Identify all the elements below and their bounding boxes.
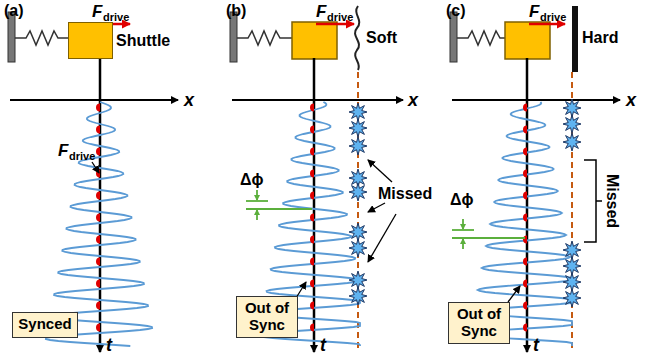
drive-marker <box>96 214 100 222</box>
status-text: Out of Sync <box>237 297 297 336</box>
leader-arrow <box>368 214 396 262</box>
impact-star <box>349 287 367 305</box>
waveforms <box>46 102 572 346</box>
impact-star <box>349 137 367 155</box>
impact-star <box>349 239 367 257</box>
drive-marker <box>523 126 527 134</box>
shuttle: Shuttle <box>68 22 113 59</box>
soft-wall <box>355 6 359 70</box>
spring <box>15 31 68 45</box>
drive-marker <box>96 258 100 266</box>
impact-star <box>563 115 581 133</box>
panel-label: (b) <box>226 3 246 19</box>
hard-wall <box>572 6 578 72</box>
bracket <box>584 160 602 242</box>
part-name: Shuttle <box>116 32 170 50</box>
leader-arrow <box>368 160 392 182</box>
shuttle <box>292 22 337 59</box>
drive-marker <box>96 280 100 288</box>
impact-star <box>563 133 581 151</box>
drive-marker <box>523 324 527 332</box>
drive-marker <box>96 192 100 200</box>
impact-star <box>563 289 581 307</box>
drive-marker <box>310 280 314 288</box>
spring <box>237 31 292 45</box>
impact-star <box>349 183 367 201</box>
drive-marker <box>96 148 100 156</box>
drive-marker <box>96 302 100 310</box>
drive-marker <box>310 236 314 244</box>
status-box: Out of Sync <box>448 302 510 344</box>
x-axis <box>232 99 403 101</box>
callout: Missed <box>378 186 432 202</box>
status-box: Synced <box>12 312 78 338</box>
force-subscript: drive <box>69 151 95 162</box>
status-box: Out of Sync <box>236 296 298 338</box>
drive-marker <box>523 214 527 222</box>
wall-label: Hard <box>582 30 618 46</box>
wall <box>8 12 15 62</box>
drive-marker <box>523 280 527 288</box>
axis-label: x <box>408 91 418 109</box>
drive-marker <box>310 192 314 200</box>
panel-label: (a) <box>4 3 24 19</box>
force-symbol: F <box>58 142 68 159</box>
drive-marker <box>523 170 527 178</box>
drive-marker <box>96 324 100 332</box>
drive-marker <box>310 104 314 112</box>
force-symbol: F <box>316 3 326 20</box>
phase-mark <box>246 190 312 220</box>
force-symbol: F <box>529 3 539 20</box>
force-symbol: F <box>92 3 102 20</box>
x-axis <box>452 99 620 101</box>
impact-star <box>349 119 367 137</box>
x-axis <box>10 99 178 101</box>
drive-markers <box>96 104 527 332</box>
wall-label: Soft <box>366 30 397 46</box>
status-text: Out of Sync <box>449 303 509 342</box>
leader-arrow <box>508 286 520 302</box>
drive-marker <box>523 236 527 244</box>
drive-marker <box>96 126 100 134</box>
status-text: Synced <box>13 313 77 336</box>
drive-marker <box>310 170 314 178</box>
phase-label: Δϕ <box>240 172 264 188</box>
impacts <box>349 99 581 307</box>
drive-marker <box>310 258 314 266</box>
drive-marker <box>310 324 314 332</box>
shuttle <box>505 22 550 59</box>
drive-marker <box>310 148 314 156</box>
drive-marker <box>523 192 527 200</box>
callout: Missed <box>604 174 620 228</box>
drive-marker <box>523 148 527 156</box>
drive-marker <box>310 214 314 222</box>
axis-label: x <box>184 91 194 109</box>
drive-marker <box>523 104 527 112</box>
drive-marker <box>310 126 314 134</box>
drive-arrow <box>316 23 354 26</box>
drive-marker <box>523 302 527 310</box>
axis-label: x <box>626 91 636 109</box>
drive-marker <box>523 258 527 266</box>
force-subscript: drive <box>103 12 129 23</box>
drive-marker <box>96 104 100 112</box>
wall <box>450 12 457 62</box>
force-subscript: drive <box>327 12 353 23</box>
drive-marker <box>96 236 100 244</box>
leader-arrow <box>92 162 99 173</box>
axis-label: t <box>106 336 112 354</box>
axis-label: t <box>320 336 326 354</box>
phase-mark <box>452 219 525 249</box>
leader-arrow <box>368 203 385 212</box>
wall <box>230 12 237 62</box>
drive-marker <box>310 302 314 310</box>
axis-label: t <box>533 336 539 354</box>
force-subscript: drive <box>540 12 566 23</box>
panel-label: (c) <box>446 3 466 19</box>
drive-arrow <box>529 23 565 26</box>
phase-label: Δϕ <box>450 192 474 208</box>
spring <box>457 31 505 45</box>
waveform <box>46 102 152 346</box>
